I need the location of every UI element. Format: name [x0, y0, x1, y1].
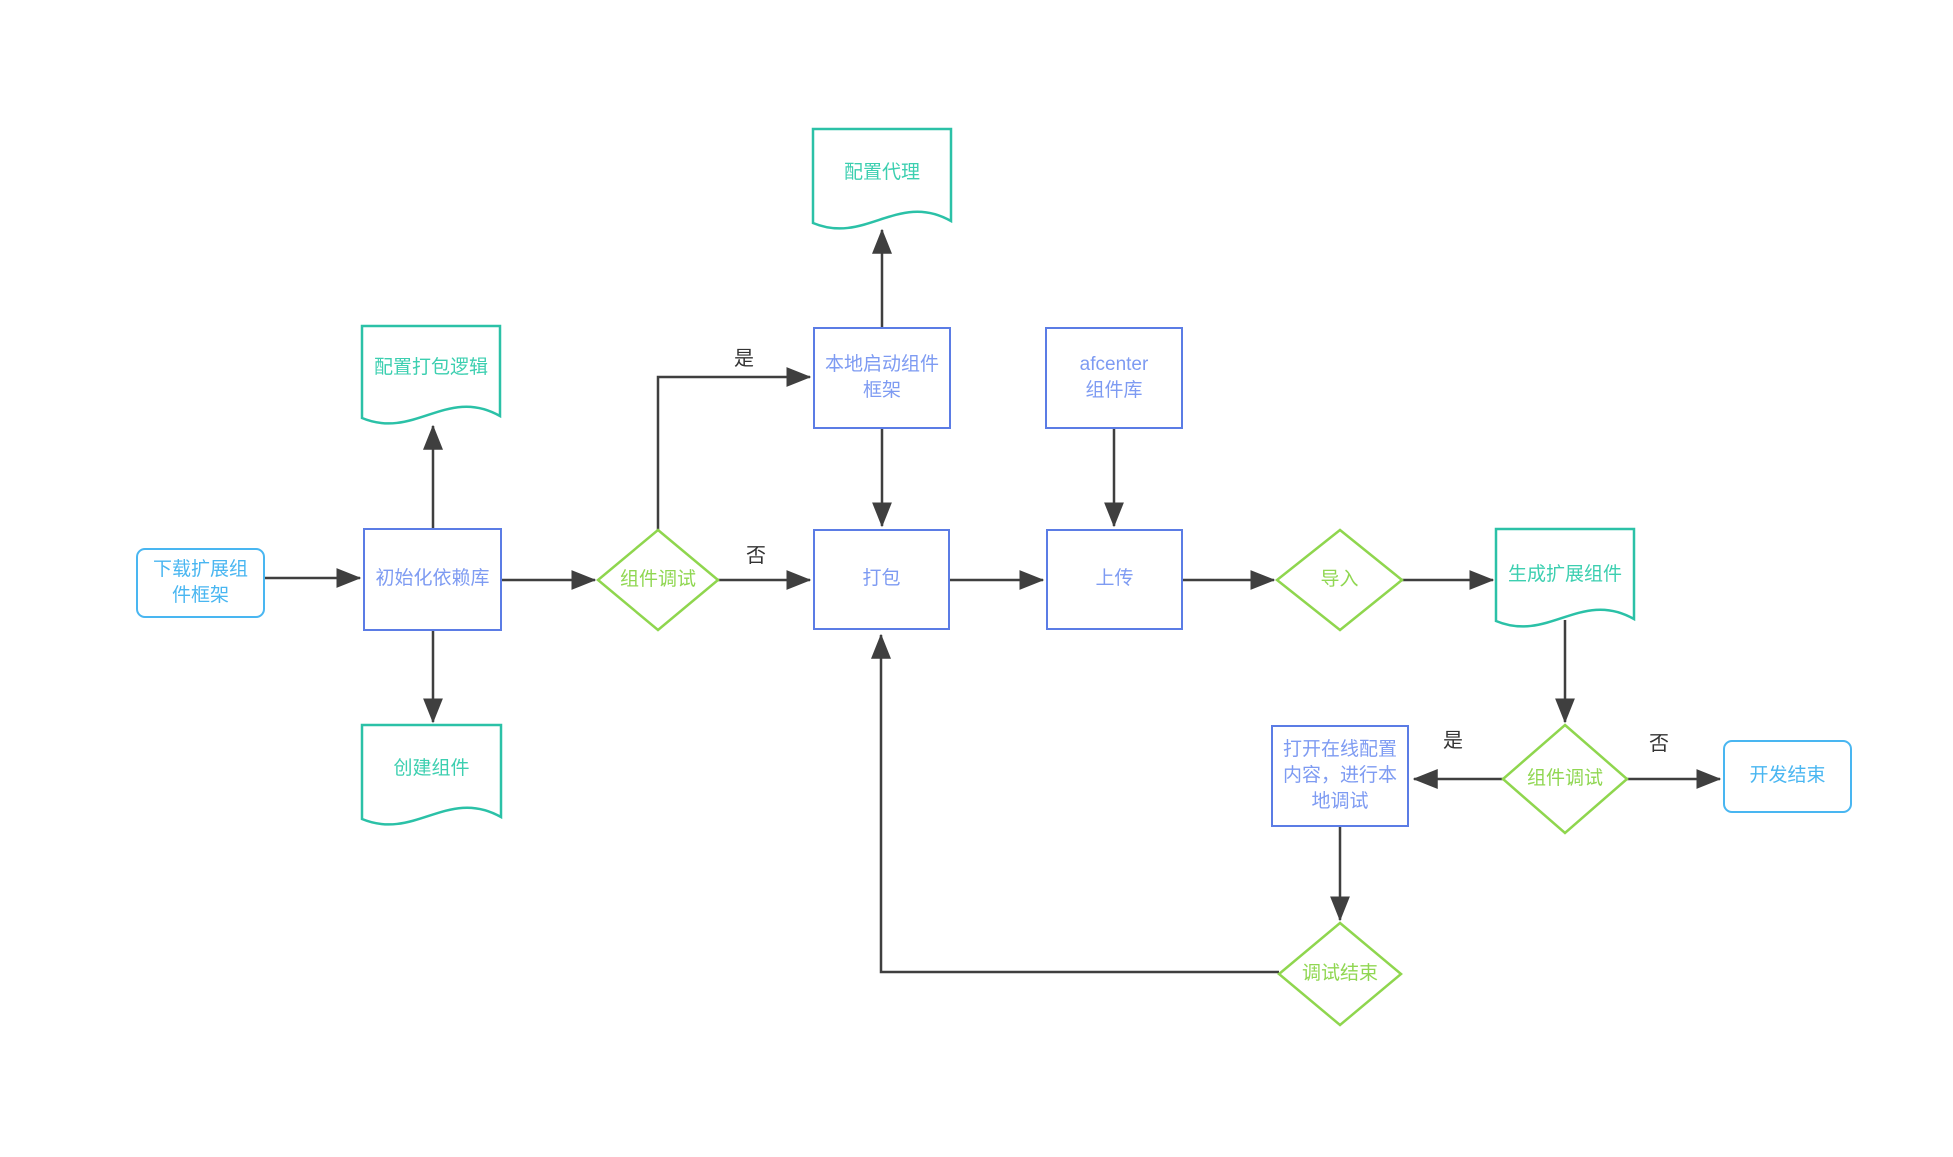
node-download-framework-label: 下载扩展组 件框架: [152, 558, 248, 606]
node-init-deps-label: 初始化依赖库: [375, 568, 490, 590]
node-afcenter-lib-label: afcenter 组件库: [1079, 353, 1149, 401]
node-local-start-framework-label: 本地启动组件 框架: [824, 353, 939, 401]
shape-debug-end-diamond[interactable]: [1277, 921, 1403, 1027]
edge-debug-end-to-package: [871, 633, 1279, 974]
shape-create-component-document[interactable]: [360, 723, 503, 826]
node-open-online-config[interactable]: 打开在线配置 内容，进行本 地调试: [1271, 725, 1409, 827]
node-init-deps[interactable]: 初始化依赖库: [363, 528, 502, 631]
node-package[interactable]: 打包: [813, 529, 950, 630]
shape-generate-extension-document[interactable]: [1494, 527, 1636, 628]
shape-component-debug1-diamond[interactable]: [596, 528, 720, 632]
node-upload-label: 上传: [1095, 568, 1134, 590]
node-upload[interactable]: 上传: [1046, 529, 1183, 630]
node-afcenter-lib[interactable]: afcenter 组件库: [1045, 327, 1183, 429]
edge-debug1-yes-to-local-start: [656, 367, 812, 530]
shape-import-diamond[interactable]: [1274, 528, 1404, 632]
node-download-framework[interactable]: 下载扩展组 件框架: [136, 548, 265, 618]
node-dev-end-label: 开发结束: [1749, 765, 1826, 787]
shape-component-debug2-diamond[interactable]: [1501, 723, 1629, 835]
node-local-start-framework[interactable]: 本地启动组件 框架: [813, 327, 951, 429]
node-package-label: 打包: [862, 568, 901, 590]
node-open-online-config-label: 打开在线配置 内容，进行本 地调试: [1282, 738, 1397, 813]
shape-config-proxy-document[interactable]: [811, 127, 953, 230]
shape-config-packaging-document[interactable]: [360, 324, 502, 425]
node-dev-end[interactable]: 开发结束: [1723, 740, 1852, 813]
